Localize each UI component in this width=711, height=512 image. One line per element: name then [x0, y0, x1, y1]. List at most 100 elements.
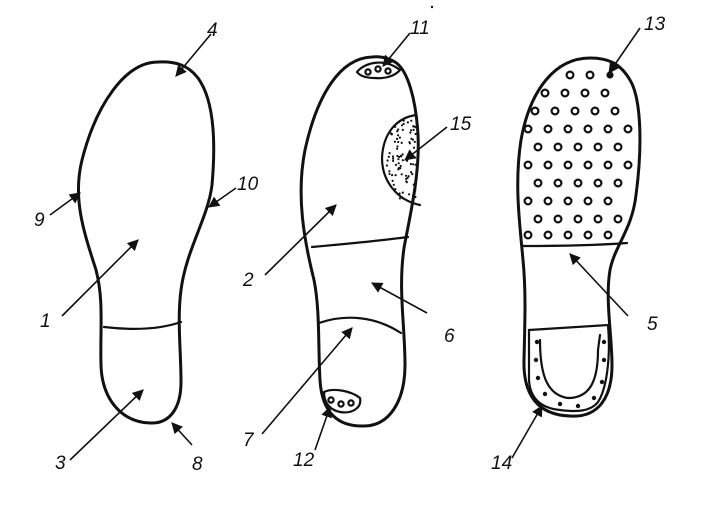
sole-left [76, 60, 216, 425]
tread-ring [573, 214, 583, 224]
toe-patch-dot [364, 68, 372, 76]
heel-nail-dot [599, 379, 605, 385]
stipple-dot [398, 197, 401, 200]
stipple-dot [396, 147, 399, 150]
sole-middle-outline [299, 55, 420, 428]
stipple-dot [401, 197, 404, 200]
stipple-dot [402, 122, 405, 125]
stipple-dot [412, 194, 415, 198]
tread-ring [583, 196, 593, 206]
speck [430, 5, 434, 9]
stipple-dot [388, 152, 391, 155]
stipple-dot [407, 193, 411, 196]
stipple-dot [394, 163, 398, 166]
tread-ring [583, 124, 593, 134]
stipple-dot [397, 162, 400, 165]
stipple-dot [409, 131, 412, 134]
stipple-dot [404, 174, 408, 177]
leader-10 [208, 187, 237, 208]
label-1: 1 [40, 311, 51, 332]
label-11: 11 [410, 18, 430, 39]
tread-ring [583, 160, 593, 170]
stipple-dot [397, 134, 400, 137]
heel-nail-dot [601, 339, 607, 345]
heel-nail-dot [591, 395, 597, 401]
stipple-dot [399, 164, 402, 168]
tread-ring [583, 230, 593, 240]
tread-ring [540, 88, 550, 98]
heel-patch-dot [337, 400, 345, 408]
toe-patch-dot [384, 67, 392, 75]
label-8: 8 [192, 454, 203, 475]
tread-ring [563, 160, 573, 170]
leader-8 [171, 422, 193, 446]
heel-nail-dot [601, 357, 607, 363]
stipple-dot [401, 159, 404, 162]
tread-ring [613, 142, 623, 152]
tread-ring [543, 196, 553, 206]
label-5: 5 [647, 314, 658, 335]
stipple-dot [398, 155, 401, 159]
tread-ring [563, 230, 573, 240]
stipple-dot [405, 180, 408, 183]
leader-7 [261, 327, 353, 435]
stipple-dot [414, 189, 417, 192]
leader-2 [264, 204, 337, 276]
tread-ring [590, 106, 600, 116]
stipple-dot [396, 137, 399, 140]
tread-ring [530, 106, 540, 116]
stipple-dot [386, 159, 389, 162]
stipple-dot [414, 126, 417, 129]
heel-nail-dot [542, 391, 548, 397]
heel-nail-dots [533, 339, 607, 409]
label-12: 12 [293, 450, 315, 471]
callout-labels: 1 2 3 4 5 6 7 8 9 10 11 12 13 14 15 [34, 14, 666, 475]
stipple-dot [398, 136, 401, 139]
stipple-dot [391, 155, 395, 158]
stipple-dot [401, 191, 404, 194]
stipple-dot [388, 170, 391, 173]
stipple-dot [397, 158, 400, 161]
stipple-dot [406, 159, 409, 162]
tread-ring [543, 230, 553, 240]
leader-15 [404, 126, 448, 161]
tread-ring [580, 88, 590, 98]
tread-ring [603, 230, 613, 240]
stipple-dot [408, 141, 411, 144]
tread-ring [623, 160, 633, 170]
leader-12 [314, 405, 332, 451]
tread-ring [565, 70, 575, 80]
leader-11 [382, 32, 411, 67]
stipple-dot [394, 125, 397, 128]
stipple-dot [409, 162, 412, 166]
heel-patch-dot [327, 396, 335, 404]
tread-ring [523, 160, 533, 170]
tread-ring [533, 142, 543, 152]
stipple-dot [394, 188, 397, 191]
stipple-dot [396, 145, 399, 148]
stipple-dot [400, 124, 404, 127]
tread-ring [523, 196, 533, 206]
stipple-dot [411, 173, 414, 176]
heel-nail-dot [575, 403, 581, 409]
stipple-dot [391, 174, 394, 177]
stipple-dot [398, 120, 401, 124]
sole-left-outline [76, 60, 216, 425]
stipple-dot [387, 155, 390, 158]
leader-4 [175, 33, 212, 77]
tread-ring [533, 214, 543, 224]
tread-ring [560, 88, 570, 98]
label-14: 14 [491, 453, 512, 474]
stipple-dot [413, 140, 416, 143]
heel-patch [322, 388, 362, 414]
tread-ring [553, 142, 563, 152]
leader-9 [49, 192, 81, 216]
stipple-dot [392, 157, 395, 160]
tread-ring [593, 142, 603, 152]
heel-patch-dot [347, 399, 355, 407]
tread-ring [613, 178, 623, 188]
stipple-dot [401, 153, 404, 156]
leader-14 [511, 405, 543, 459]
stipple-dot [414, 195, 417, 199]
